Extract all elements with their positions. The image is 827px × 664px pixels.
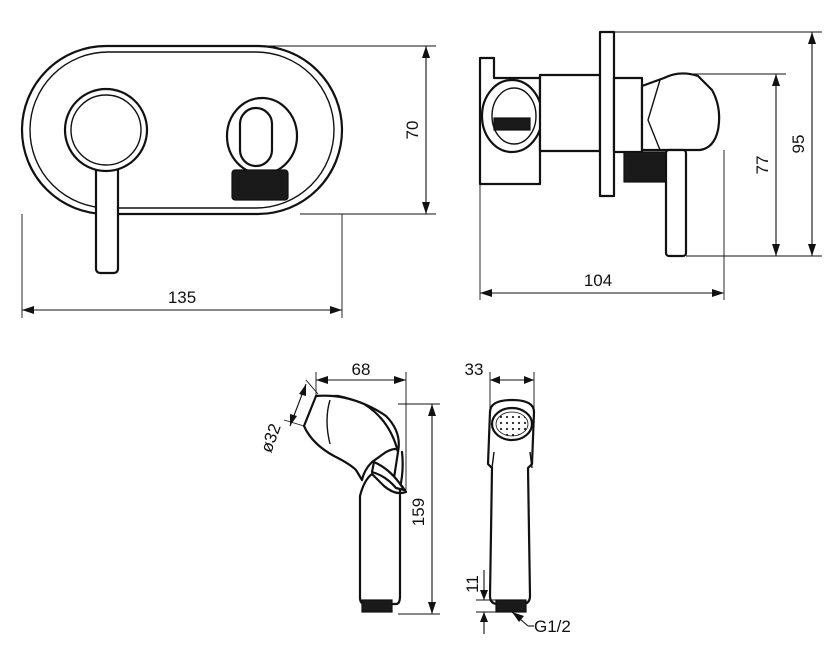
dim-side-depth: 104 <box>584 271 612 290</box>
handshower-head-face <box>326 399 331 445</box>
dim-handshower-head-diameter: ø32 <box>257 421 285 455</box>
handshower-body <box>314 394 408 606</box>
front-dimensions: 135 70 <box>21 45 436 318</box>
cover-plate-side <box>598 30 616 198</box>
side-dimensions: 104 77 95 <box>479 31 822 300</box>
dim-handshower-width: 68 <box>352 360 371 379</box>
dim-side-height-95: 95 <box>789 135 808 154</box>
handshower-thread <box>361 599 393 613</box>
dim-thread-size: G1/2 <box>534 617 571 636</box>
dim-handshower-length: 159 <box>409 498 428 526</box>
dim-front-height: 70 <box>403 121 422 140</box>
front-view <box>20 44 344 275</box>
side-view <box>478 30 721 258</box>
hose-connector-thread <box>231 169 289 201</box>
bracket-ring <box>480 78 544 154</box>
lever-side <box>664 148 688 258</box>
handshower-front-thread <box>495 599 527 613</box>
lever-handle <box>94 158 120 275</box>
outlet-body <box>612 76 644 154</box>
cover-plate-inner-edge <box>29 51 335 209</box>
dim-thread-length: 11 <box>463 575 482 593</box>
spray-holes <box>495 411 529 437</box>
dim-handshower-side-width: 33 <box>465 360 484 379</box>
mixer-knob <box>63 87 149 173</box>
outlet-thread <box>623 151 667 183</box>
handshower-profile <box>302 394 408 613</box>
mixer-knob-inner <box>70 94 142 166</box>
handshower-front <box>486 398 536 613</box>
holder-profile <box>640 72 721 152</box>
handshower-front-dimensions: 33 11 G1/2 <box>463 360 571 636</box>
holder-ridge <box>647 79 661 151</box>
dim-front-width: 135 <box>168 288 196 307</box>
front-seam-left <box>491 451 495 469</box>
dim-side-height-77: 77 <box>753 156 772 175</box>
front-seam-right <box>529 451 533 469</box>
trigger-lever <box>370 460 406 492</box>
shower-holder-opening <box>238 106 274 168</box>
bracket-ring-inner <box>491 87 537 145</box>
bracket-slot <box>493 117 531 131</box>
handshower-front-body <box>486 398 536 606</box>
valve-body <box>538 73 602 153</box>
